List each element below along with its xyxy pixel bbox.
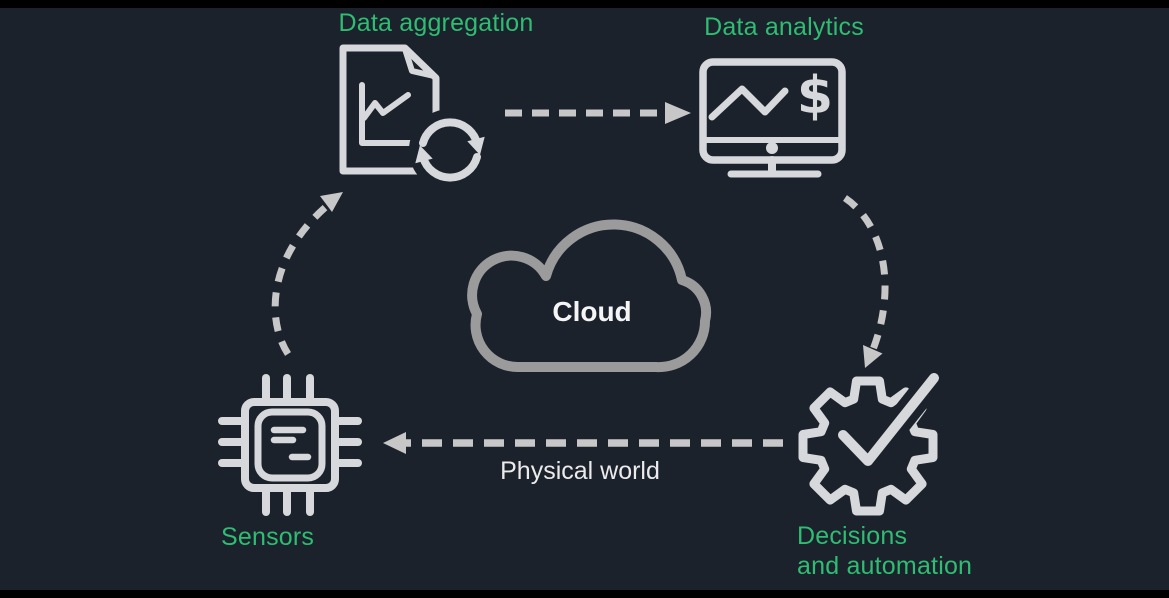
- dollar-sign-icon: $: [797, 66, 833, 126]
- top-letterbox-bar: [0, 0, 1169, 8]
- physical-world-label: Physical world: [500, 457, 660, 485]
- chip-icon: [218, 374, 362, 516]
- document-sync-icon: [339, 44, 491, 191]
- arrow-sensors-to-aggregation-icon: [271, 192, 343, 356]
- arrow-aggregation-to-analytics-icon: [505, 102, 691, 124]
- monitor-finance-icon: $: [699, 58, 846, 178]
- cloud-icon: [467, 219, 712, 373]
- cloud-label: Cloud: [552, 296, 632, 327]
- check-mark: [838, 373, 939, 466]
- data-aggregation-label: Data aggregation: [338, 9, 534, 37]
- decisions-automation-label-line1: Decisions: [797, 522, 908, 550]
- arrow-analytics-to-decisions-icon: [842, 195, 889, 368]
- arrow-decisions-to-sensors-icon: [383, 432, 783, 454]
- data-analytics-label: Data analytics: [704, 13, 864, 41]
- sensors-label: Sensors: [221, 523, 315, 551]
- gear-check-icon: [798, 369, 945, 516]
- decisions-automation-label: Decisions and automation: [797, 521, 972, 581]
- decisions-automation-label-line2: and automation: [797, 552, 973, 580]
- bottom-letterbox-bar: [0, 590, 1169, 598]
